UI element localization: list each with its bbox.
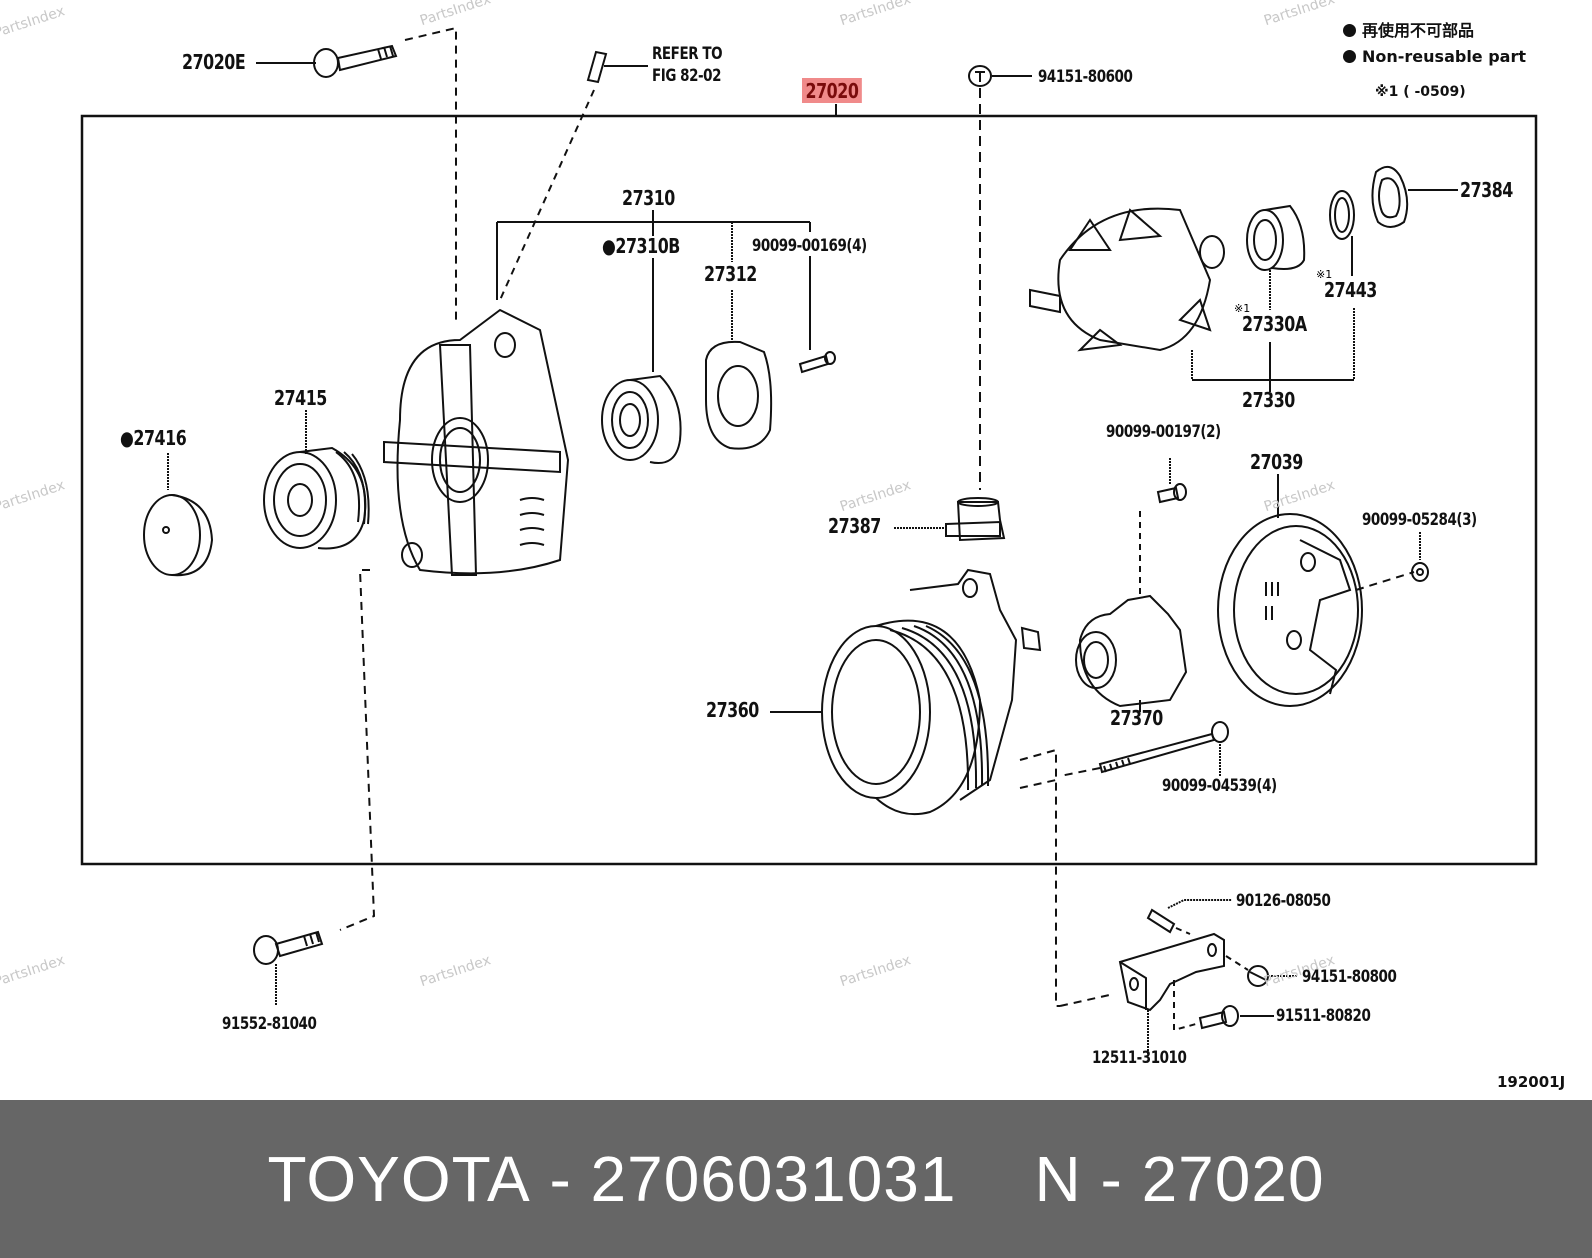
part-label-27370[interactable]: 27370 <box>1110 706 1163 730</box>
part-label-12511-31010[interactable]: 12511-31010 <box>1092 1048 1187 1068</box>
assembly-frame <box>80 114 1538 866</box>
part-label-27330A[interactable]: 27330A <box>1242 312 1307 336</box>
part-label-94151-80600[interactable]: 94151-80600 <box>1038 67 1133 87</box>
part-title-banner: TOYOTA - 2706031031 N - 27020 <box>0 1100 1592 1258</box>
part-label-90099-05284[interactable]: 90099-05284(3) <box>1362 510 1477 530</box>
insulator-27387 <box>894 497 1006 542</box>
part-label-27039[interactable]: 27039 <box>1250 450 1303 474</box>
parts-diagram <box>80 26 1538 1056</box>
part-label-91552-81040[interactable]: 91552-81040 <box>222 1014 317 1034</box>
screw-90099-00197 <box>1156 458 1187 504</box>
part-label-27312[interactable]: 27312 <box>704 262 757 286</box>
filled-circle-icon: ● <box>602 234 616 258</box>
part-label-27384[interactable]: 27384 <box>1460 178 1513 202</box>
cover-27384 <box>1371 165 1458 228</box>
legend: 再使用不可部品 Non-reusable part <box>1343 18 1526 70</box>
stud-refer <box>499 50 648 301</box>
part-label-27020E[interactable]: 27020E <box>182 50 246 74</box>
part-label-90126-08050[interactable]: 90126-08050 <box>1236 891 1331 911</box>
part-label-27020-highlighted[interactable]: 27020 <box>802 78 862 103</box>
part-number: 2706031031 <box>590 1143 957 1215</box>
part-label-91511-80820[interactable]: 91511-80820 <box>1276 1006 1371 1026</box>
part-label-90099-00197[interactable]: 90099-00197(2) <box>1106 422 1221 442</box>
part-label-27360[interactable]: 27360 <box>706 698 759 722</box>
separator: - <box>549 1143 572 1215</box>
stud-90126-08050 <box>1146 899 1232 935</box>
bolt-91511-80820 <box>1173 980 1274 1032</box>
part-label-27387[interactable]: 27387 <box>828 514 881 538</box>
rotor-27330 <box>1029 207 1355 392</box>
bolt-27020E <box>256 26 457 320</box>
part-label-94151-80800[interactable]: 94151-80800 <box>1302 967 1397 987</box>
part-label-90099-00169[interactable]: 90099-00169(4) <box>752 236 867 256</box>
pulley-27415 <box>263 410 370 550</box>
figure-code: 192001J <box>1497 1073 1566 1091</box>
legend-item-en: Non-reusable part <box>1343 44 1526 70</box>
part-label-27330[interactable]: 27330 <box>1242 388 1295 412</box>
part-label-27310B[interactable]: ●27310B <box>602 234 680 258</box>
rectifier-end-frame-27360 <box>770 568 1060 1007</box>
drive-end-frame <box>339 308 570 931</box>
screw-90099-00169 <box>798 351 836 374</box>
refer-fig-link[interactable]: FIG 82-02 <box>652 66 722 86</box>
bearing-27310B <box>601 374 682 464</box>
brand-name: TOYOTA <box>267 1143 531 1215</box>
diagram-number: 27020 <box>1141 1143 1325 1215</box>
brush-holder-27370 <box>1075 508 1188 712</box>
nut-94151-80800 <box>1225 955 1298 987</box>
bolt-90099-04539 <box>1059 721 1229 777</box>
bolt-91552-81040 <box>253 930 324 1006</box>
diagram-number-label: N <box>1034 1143 1082 1215</box>
separator: - <box>1100 1143 1123 1215</box>
cap-27416 <box>143 453 214 577</box>
part-label-27443[interactable]: 27443 <box>1324 278 1377 302</box>
leader-27310 <box>496 210 811 372</box>
ring-27443 <box>1329 190 1355 276</box>
rear-cover-27039 <box>1217 474 1415 707</box>
bearing-27330A <box>1246 204 1306 310</box>
footnote: ※1 ( -0509) <box>1375 84 1466 100</box>
part-label-27416[interactable]: ●27416 <box>120 426 187 450</box>
part-label-27310[interactable]: 27310 <box>622 186 675 210</box>
stay-12511-31010 <box>1059 932 1225 1056</box>
refer-to-label: REFER TO <box>652 44 723 64</box>
part-label-27415[interactable]: 27415 <box>274 386 327 410</box>
footnote-mark: ※1 <box>1234 302 1251 315</box>
legend-item-jp: 再使用不可部品 <box>1343 18 1526 44</box>
footnote-mark: ※1 <box>1316 268 1333 281</box>
nut-94151-80600 <box>968 65 1032 490</box>
nut-90099-05284 <box>1411 532 1429 582</box>
filled-circle-icon: ● <box>120 426 134 450</box>
filled-circle-icon <box>1343 50 1356 63</box>
retainer-27312 <box>705 340 773 450</box>
part-label-90099-04539[interactable]: 90099-04539(4) <box>1162 776 1277 796</box>
filled-circle-icon <box>1343 24 1356 37</box>
